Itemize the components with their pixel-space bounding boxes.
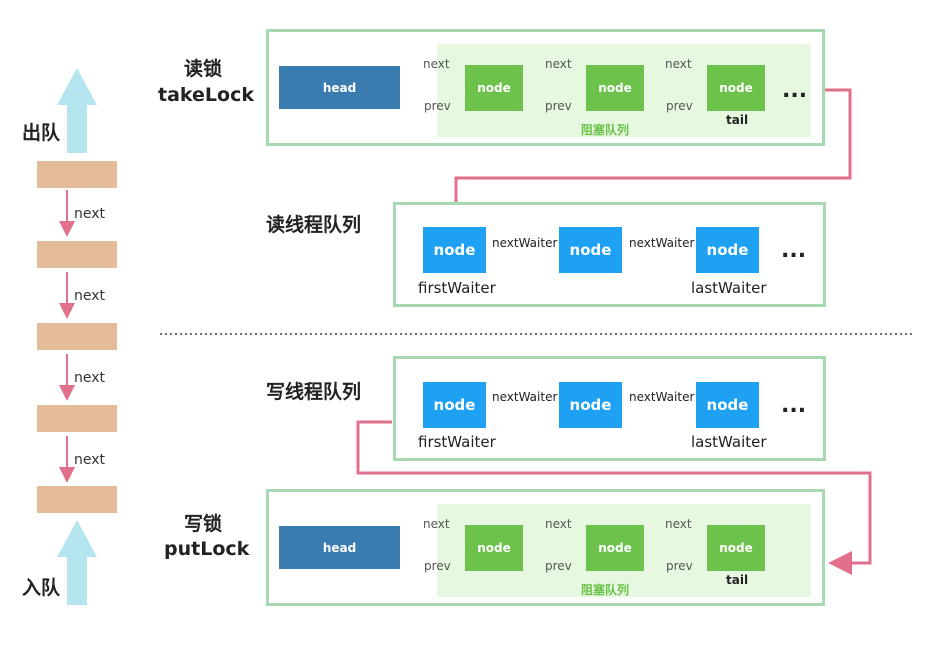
queue-block bbox=[37, 161, 117, 188]
write-thread-first-waiter: firstWaiter bbox=[418, 433, 496, 451]
write-lock-node: node bbox=[586, 525, 644, 571]
read-thread-next-waiter-label: nextWaiter bbox=[492, 236, 558, 250]
read-thread-next-waiter-label: nextWaiter bbox=[629, 236, 695, 250]
write-lock-prev-label: prev bbox=[666, 559, 693, 573]
queue-block bbox=[37, 486, 117, 513]
dequeue-arrow-icon bbox=[57, 68, 97, 153]
read-lock-prev-label: prev bbox=[666, 99, 693, 113]
enqueue-label: 入队 bbox=[22, 577, 61, 599]
queue-next-label: next bbox=[74, 288, 106, 304]
queue-block bbox=[37, 241, 117, 268]
read-thread-last-waiter: lastWaiter bbox=[691, 279, 767, 297]
write-lock-node: node bbox=[707, 525, 765, 571]
write-lock-prev-label: prev bbox=[545, 559, 572, 573]
read-thread-ellipsis: ... bbox=[781, 238, 807, 263]
write-thread-last-waiter: lastWaiter bbox=[691, 433, 767, 451]
read-lock-prev-label: prev bbox=[424, 99, 451, 113]
queue-next-label: next bbox=[74, 452, 106, 468]
read-lock-title-cn: 读锁 bbox=[184, 58, 223, 80]
read-lock-title-en: takeLock bbox=[158, 84, 254, 106]
write-thread-queue-title: 写线程队列 bbox=[266, 381, 362, 403]
read-lock-next-label: next bbox=[665, 57, 692, 71]
write-lock-node: node bbox=[465, 525, 523, 571]
read-lock-next-label: next bbox=[545, 57, 572, 71]
read-waiter-to-tail-link bbox=[454, 78, 852, 228]
write-thread-next-waiter-label: nextWaiter bbox=[629, 390, 695, 404]
write-thread-node: node bbox=[696, 382, 759, 428]
read-lock-ellipsis: ... bbox=[782, 78, 808, 103]
write-lock-blocked-label: 阻塞队列 bbox=[581, 583, 630, 597]
read-thread-node: node bbox=[423, 227, 486, 273]
read-thread-queue-title: 读线程队列 bbox=[266, 214, 362, 236]
write-lock-title-cn: 写锁 bbox=[184, 513, 223, 535]
write-thread-ellipsis: ... bbox=[781, 393, 807, 418]
enqueue-arrow-icon bbox=[57, 520, 97, 605]
read-thread-first-waiter: firstWaiter bbox=[418, 279, 496, 297]
read-thread-node: node bbox=[559, 227, 622, 273]
read-lock-tail-label: tail bbox=[726, 113, 749, 127]
queue-next-label: next bbox=[74, 206, 106, 222]
read-lock-head: head bbox=[279, 66, 400, 109]
queue-block bbox=[37, 405, 117, 432]
queue-block bbox=[37, 323, 117, 350]
write-thread-node: node bbox=[559, 382, 622, 428]
write-lock-next-label: next bbox=[545, 517, 572, 531]
read-lock-next-label: next bbox=[423, 57, 450, 71]
dequeue-label: 出队 bbox=[22, 122, 61, 144]
write-lock-next-label: next bbox=[423, 517, 450, 531]
read-lock-blocked-label: 阻塞队列 bbox=[581, 123, 630, 137]
write-thread-next-waiter-label: nextWaiter bbox=[492, 390, 558, 404]
write-waiter-to-tail-link bbox=[356, 420, 872, 575]
read-lock-node: node bbox=[586, 65, 644, 111]
read-lock-prev-label: prev bbox=[545, 99, 572, 113]
write-thread-node: node bbox=[423, 382, 486, 428]
write-lock-title-en: putLock bbox=[164, 538, 250, 560]
write-lock-next-label: next bbox=[665, 517, 692, 531]
read-thread-node: node bbox=[696, 227, 759, 273]
write-lock-prev-label: prev bbox=[424, 559, 451, 573]
write-lock-tail-label: tail bbox=[726, 573, 749, 587]
read-lock-node: node bbox=[465, 65, 523, 111]
write-lock-head: head bbox=[279, 526, 400, 569]
queue-next-label: next bbox=[74, 370, 106, 386]
read-lock-node: node bbox=[707, 65, 765, 111]
